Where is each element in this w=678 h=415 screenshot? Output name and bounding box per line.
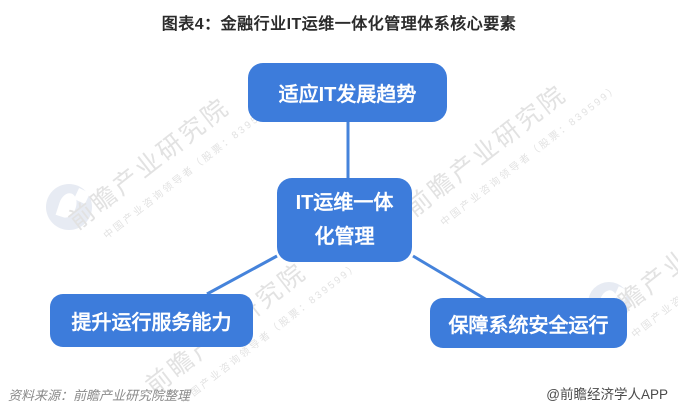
- source-note: 资料来源：前瞻产业研究院整理: [8, 388, 191, 403]
- node-center: IT运维一体化管理: [277, 178, 412, 262]
- node-top: 适应IT发展趋势: [248, 63, 447, 122]
- figure-title: 图表4：金融行业IT运维一体化管理体系核心要素: [161, 16, 517, 33]
- connector-center-bottom-right: [412, 254, 488, 302]
- node-bottom-left: 提升运行服务能力: [50, 294, 253, 347]
- connector-center-bottom-left: [206, 254, 278, 296]
- credit-note: @前瞻经济学人APP: [546, 387, 668, 402]
- node-bottom-right: 保障系统安全运行: [430, 298, 627, 348]
